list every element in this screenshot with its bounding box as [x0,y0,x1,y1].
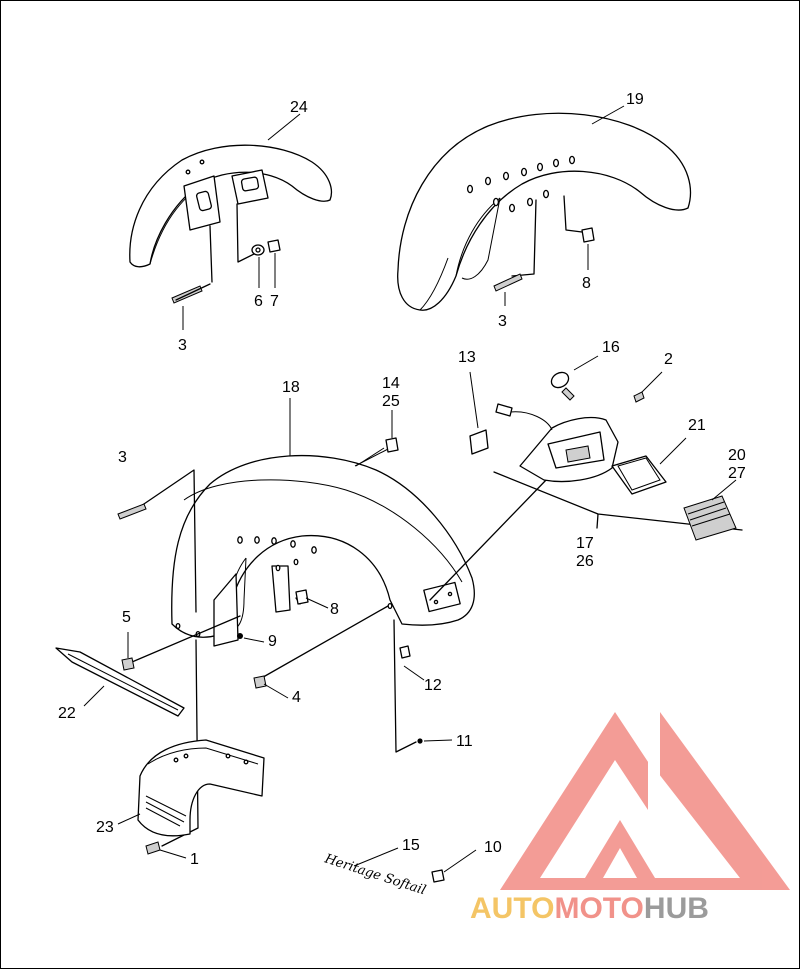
callout-18: 18 [282,379,300,396]
callout-11: 11 [456,733,473,750]
front-fender-small [129,144,333,268]
emblem-heritage-softail: Heritage Softail [322,851,428,898]
bulb-wire [495,403,553,431]
front-fender-large [397,112,692,311]
callout-17: 17 [576,535,594,552]
callout-26: 26 [576,553,594,570]
bracket-13 [469,429,489,455]
callout-12: 12 [424,677,442,694]
nut-14-25 [385,437,399,453]
callout-8-lower: 8 [330,601,339,618]
washer-6 [251,244,265,256]
callout-23: 23 [96,819,114,836]
callout-1: 1 [190,851,199,868]
callout-8-upper: 8 [582,275,591,292]
callout-15: 15 [402,837,420,854]
nut-8-upper [581,227,595,243]
callout-14: 14 [382,375,400,392]
fender-holes-19 [466,155,576,213]
nut-11 [417,738,423,744]
callout-3-left: 3 [118,449,127,466]
rear-fender [171,454,475,647]
callout-7: 7 [270,293,279,310]
nut-12 [399,645,411,659]
screw-2 [633,391,645,403]
nut-9 [237,633,243,639]
callout-5: 5 [122,609,131,626]
callout-22: 22 [58,705,76,722]
watermark-logo: AUTOMOTOHUB [470,712,790,925]
lens-20-27 [683,495,737,541]
bolt-3-left [117,503,147,520]
callout-25: 25 [382,393,400,410]
screw-1 [145,841,161,855]
callout-4: 4 [292,689,301,706]
callout-3-upper: 3 [178,337,187,354]
license-bracket-23 [137,739,265,837]
callout-9: 9 [268,633,277,650]
callout-2: 2 [664,351,673,368]
watermark-text: AUTOMOTOHUB [470,892,709,925]
callout-16: 16 [602,339,620,356]
bolt-3-upper [171,283,211,304]
callout-6: 6 [254,293,263,310]
callout-19: 19 [626,91,644,108]
callout-20: 20 [728,447,746,464]
lens-gasket-21 [611,455,667,495]
nut-7 [267,239,281,253]
callout-13: 13 [458,349,476,366]
taillight-housing [519,416,619,483]
bolt-3-right [493,273,523,292]
clip-10 [431,869,445,883]
nut-8-lower [295,589,309,605]
callout-10: 10 [484,839,502,856]
callout-3-right: 3 [498,313,507,330]
callout-21: 21 [688,417,706,434]
bolt-5 [121,657,135,671]
callout-labels: 24 19 6 7 3 3 8 13 16 2 14 25 18 21 20 2… [58,91,746,868]
callout-24: 24 [290,99,308,116]
bulb-16 [550,371,575,401]
callout-27: 27 [728,465,746,482]
trim-strip-22 [55,647,185,717]
screw-4 [253,675,267,689]
